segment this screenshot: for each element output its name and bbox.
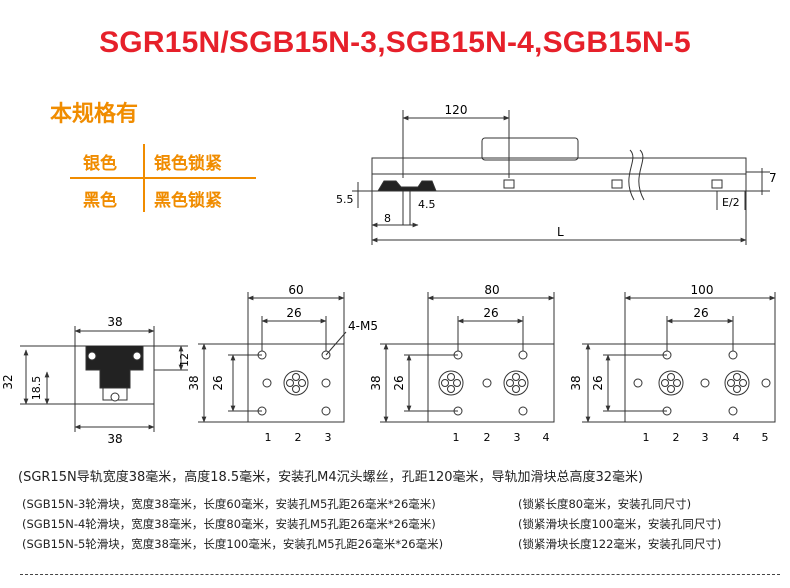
- countersunk-hole: [503, 179, 515, 189]
- divider-dashed: [20, 574, 780, 575]
- page-title: SGR15N/SGB15N-3,SGB15N-4,SGB15N-5: [99, 26, 691, 59]
- leader-line: [325, 331, 347, 356]
- dim-section-height-total: 32: [1, 374, 15, 389]
- block-plate: [427, 343, 555, 423]
- dim-block5-hole-span: 26: [591, 375, 605, 390]
- countersunk-hole: [611, 179, 623, 189]
- dim-length: L: [557, 225, 564, 239]
- note-lock-122: (锁紧滑块长度122毫米，安装孔同尺寸): [518, 537, 722, 551]
- note-sgb4: (SGB15N-4轮滑块，宽度38毫米，长度80毫米，安装孔M5孔距26毫米*2…: [22, 517, 436, 531]
- dim-width: 8: [384, 212, 391, 225]
- dim-section-height-right: 12: [178, 353, 191, 367]
- color-option-silver: 银色: [83, 154, 117, 174]
- dim-section-width-bottom: 38: [107, 432, 122, 446]
- wheel-cluster: [438, 370, 464, 396]
- wheel-label: 2: [673, 431, 680, 444]
- lock-option-silver: 银色锁紧: [154, 154, 222, 174]
- countersunk-hole: [711, 179, 723, 189]
- dim-section-height-mid: 18.5: [30, 376, 43, 401]
- wheel-label: 1: [643, 431, 650, 444]
- dim-hole: 4.5: [418, 198, 436, 211]
- note-rail: (SGR15N导轨宽度38毫米，高度18.5毫米，安装孔M4沉头螺丝，孔距120…: [18, 470, 644, 485]
- dim-block3-spacing: 26: [286, 306, 301, 320]
- wheel-label: 2: [484, 431, 491, 444]
- block-3-wheel: [198, 292, 347, 423]
- dim-pitch: 120: [445, 103, 468, 117]
- wheel-label: 4: [543, 431, 550, 444]
- dim-height: 7: [769, 171, 777, 185]
- block-plate: [624, 343, 776, 423]
- note-lock-80: (锁紧长度80毫米，安装孔同尺寸): [518, 497, 692, 511]
- color-options-table: 银色 银色锁紧 黑色 黑色锁紧: [70, 140, 256, 216]
- dim-end: E/2: [722, 196, 740, 209]
- dim-block5-length: 100: [691, 283, 714, 297]
- dim-block4-spacing: 26: [483, 306, 498, 320]
- wheel-label: 1: [453, 431, 460, 444]
- block-5-wheel: [582, 292, 776, 423]
- dim-block5-width: 38: [569, 375, 583, 390]
- wheel-label: 1: [265, 431, 272, 444]
- block-plate: [247, 343, 345, 423]
- wheel-label: 3: [325, 431, 332, 444]
- note-sgb3: (SGB15N-3轮滑块，宽度38毫米，长度60毫米，安装孔M5孔距26毫米*2…: [22, 497, 436, 511]
- wheel-label: 4: [733, 431, 740, 444]
- dim-block4-hole-span: 26: [392, 375, 406, 390]
- table-divider-horizontal: [70, 177, 256, 179]
- dim-block3-width: 38: [187, 375, 201, 390]
- dim-section-width: 38: [107, 315, 122, 329]
- wheel-label: 3: [514, 431, 521, 444]
- dim-block3-hole-span: 26: [211, 375, 225, 390]
- wheel-cluster: [283, 370, 309, 396]
- wheel-label: 5: [762, 431, 769, 444]
- rail-profile-black: [377, 180, 437, 192]
- wheel-label: 2: [295, 431, 302, 444]
- slider-block: [481, 137, 579, 161]
- cross-section-view: [20, 326, 188, 432]
- break-line: [628, 149, 635, 201]
- color-option-black: 黑色: [83, 191, 117, 211]
- dim-block3-length: 60: [288, 283, 303, 297]
- note-sgb5: (SGB15N-5轮滑块，宽度38毫米，长度100毫米，安装孔M5孔距26毫米*…: [22, 537, 444, 551]
- wheel-cluster: [724, 370, 750, 396]
- break-line: [638, 149, 645, 201]
- dim-block4-width: 38: [369, 375, 383, 390]
- block-4-wheel: [380, 292, 555, 423]
- versions-heading: 本规格有: [50, 102, 139, 127]
- dim-block4-length: 80: [484, 283, 499, 297]
- label-block3-holes: 4-M5: [348, 319, 378, 333]
- wheel-cluster: [658, 370, 684, 396]
- dim-base: 5.5: [336, 193, 354, 206]
- dim-block5-spacing: 26: [693, 306, 708, 320]
- note-lock-100: (锁紧滑块长度100毫米，安装孔同尺寸): [518, 517, 722, 531]
- wheel-cluster: [503, 370, 529, 396]
- lock-option-black: 黑色锁紧: [154, 191, 222, 211]
- rail-side-view: [352, 110, 770, 245]
- wheel-label: 3: [702, 431, 709, 444]
